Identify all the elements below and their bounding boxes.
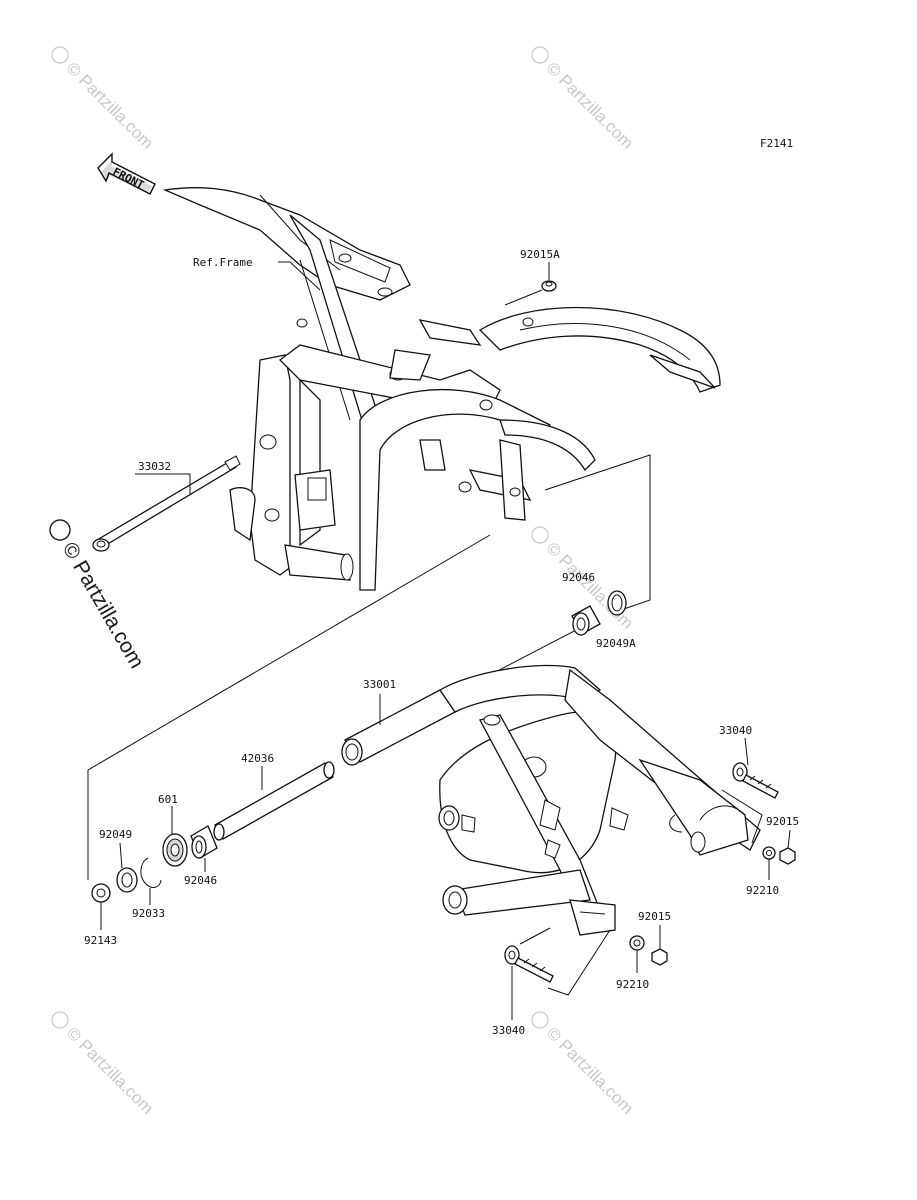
watermark-bottom-left: © Partzilla.com	[51, 1011, 157, 1118]
label-92210-bottom: 92210	[616, 978, 649, 991]
label-601: 601	[158, 793, 178, 806]
label-42036: 42036	[241, 752, 274, 765]
label-92046-top: 92046	[562, 571, 595, 584]
front-label: FRONT	[111, 165, 147, 192]
watermark-text: © Partzilla.com	[543, 59, 637, 153]
bearing-601	[162, 806, 188, 867]
figure-code: F2141	[760, 137, 793, 150]
label-92210-right: 92210	[746, 884, 779, 897]
adjuster-33040-top	[721, 737, 779, 844]
sleeve-42036	[213, 761, 335, 841]
bushing-92046-top	[571, 605, 601, 636]
label-33040-top: 33040	[719, 724, 752, 737]
label-33001: 33001	[363, 678, 396, 691]
watermarks: © Partzilla.com © Partzilla.com © Partzi…	[49, 46, 637, 1118]
nut-92015a	[504, 262, 557, 306]
watermark-text: © Partzilla.com	[58, 538, 149, 672]
leader-right-bracket	[544, 454, 651, 613]
watermark-top-left: © Partzilla.com	[51, 46, 157, 153]
watermark-text: © Partzilla.com	[543, 1024, 637, 1118]
label-92015-right: 92015	[766, 815, 799, 828]
front-arrow-icon: FRONT	[97, 152, 156, 195]
adjuster-33040-bottom	[504, 927, 611, 996]
seal-92049	[116, 842, 138, 893]
washer-92143	[91, 883, 111, 930]
pivot-shaft-33032	[92, 455, 241, 552]
watermark-text: © Partzilla.com	[63, 59, 157, 153]
leader-pivot-axis	[87, 534, 491, 880]
nut-92015-right	[779, 829, 796, 865]
watermark-bottom-right: © Partzilla.com	[531, 1011, 637, 1118]
label-33032: 33032	[138, 460, 171, 473]
swingarm-33001	[341, 664, 761, 936]
bushing-92046-bottom	[190, 825, 218, 872]
watermark-side-dark: © Partzilla.com	[49, 519, 149, 672]
label-92049a: 92049A	[596, 637, 636, 650]
washer-92210-right	[762, 846, 776, 880]
nut-92015-bottom	[651, 925, 668, 966]
label-92033: 92033	[132, 907, 165, 920]
label-92015a: 92015A	[520, 248, 560, 261]
label-92015-bottom: 92015	[638, 910, 671, 923]
washer-92210-bottom	[629, 935, 645, 973]
circlip-92033	[140, 857, 162, 905]
label-92046-bottom: 92046	[184, 874, 217, 887]
label-92143: 92143	[84, 934, 117, 947]
label-33040-bottom: 33040	[492, 1024, 525, 1037]
ref-frame-leader	[278, 261, 321, 291]
watermark-top-right: © Partzilla.com	[531, 46, 637, 153]
seal-92049a	[607, 590, 627, 616]
frame-assembly	[162, 187, 721, 591]
label-92049: 92049	[99, 828, 132, 841]
ref-frame-label: Ref.Frame	[193, 256, 253, 269]
watermark-text: © Partzilla.com	[63, 1024, 157, 1118]
